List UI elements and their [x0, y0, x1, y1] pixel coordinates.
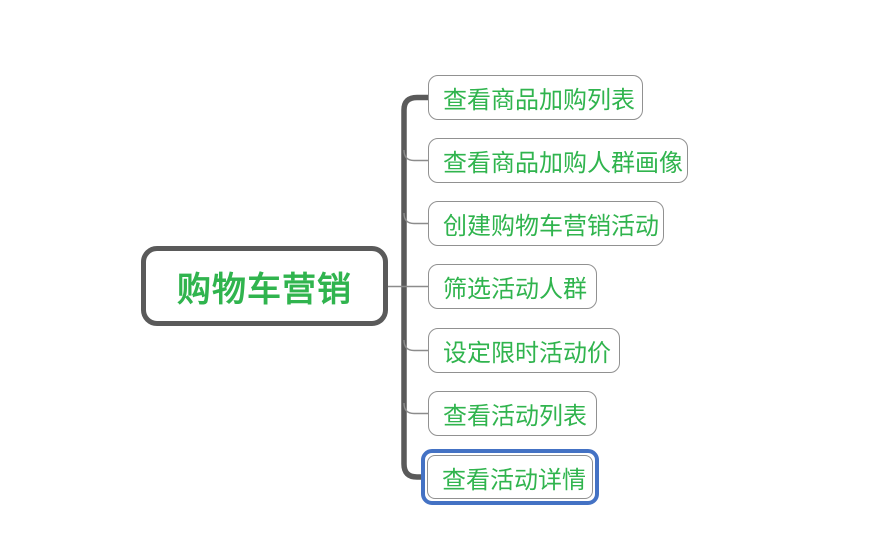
child-node-view-campaign-list[interactable]: 查看活动列表 [428, 391, 597, 436]
child-node-label: 设定限时活动价 [443, 341, 611, 367]
child-node-filter-audience[interactable]: 筛选活动人群 [428, 264, 597, 309]
branch-connector [403, 339, 429, 352]
child-node-view-campaign-detail[interactable]: 查看活动详情 [427, 455, 593, 499]
trunk-connector [401, 94, 428, 480]
child-node-set-limited-price[interactable]: 设定限时活动价 [428, 328, 620, 373]
child-node-view-cart-add-list[interactable]: 查看商品加购列表 [428, 75, 643, 120]
root-node[interactable]: 购物车营销 [141, 246, 388, 326]
branch-connector [403, 212, 429, 225]
child-node-view-cart-add-audience[interactable]: 查看商品加购人群画像 [428, 138, 688, 183]
child-node-label: 筛选活动人群 [443, 277, 587, 303]
child-node-label: 查看商品加购列表 [443, 88, 635, 114]
child-node-label: 查看活动详情 [442, 467, 586, 494]
branch-connector [403, 402, 429, 415]
child-node-create-campaign[interactable]: 创建购物车营销活动 [428, 201, 664, 246]
selected-node-outline: 查看活动详情 [421, 449, 599, 505]
child-node-label: 查看商品加购人群画像 [443, 151, 683, 177]
child-node-label: 创建购物车营销活动 [443, 214, 659, 240]
child-node-label: 查看活动列表 [443, 404, 587, 430]
branch-connector [403, 149, 429, 162]
root-node-label: 购物车营销 [177, 271, 352, 309]
